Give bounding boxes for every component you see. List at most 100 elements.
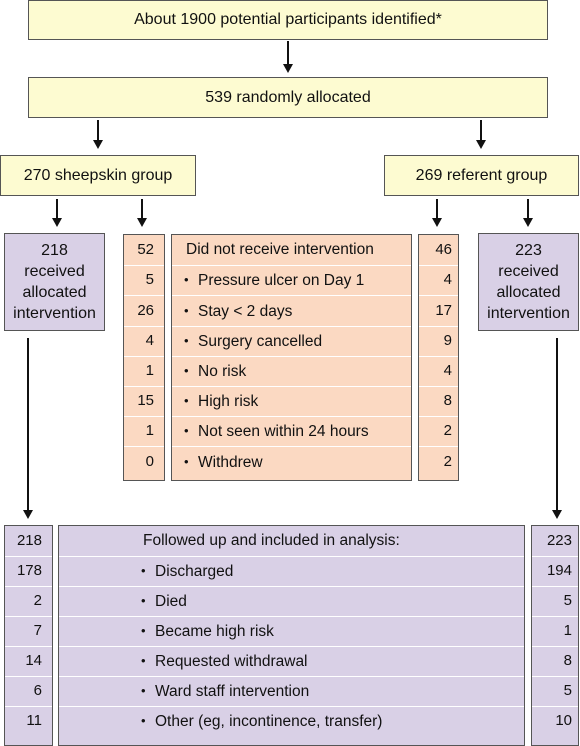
followup-reasons-column: Followed up and included in analysis:•Di… — [58, 525, 525, 746]
referent-count: 2 — [443, 452, 452, 470]
row-divider — [5, 556, 52, 557]
sheepskin-received-count: 218 — [41, 242, 68, 259]
reason-label: Ward staff intervention — [155, 683, 310, 700]
referent-received-line: intervention — [487, 305, 570, 322]
sheepskin-count: 26 — [137, 301, 154, 319]
sheepskin-count: 5 — [145, 271, 154, 289]
bullet-icon: • — [141, 563, 146, 578]
arrow-down-icon — [283, 41, 293, 73]
referent-count: 5 — [563, 592, 572, 609]
reason-label: No risk — [198, 362, 247, 380]
referent-group-text: 269 referent group — [415, 166, 548, 184]
reason-label: Stay < 2 days — [198, 302, 293, 320]
sheepskin-count: 2 — [33, 592, 42, 609]
row-divider — [532, 586, 578, 587]
row-divider — [124, 295, 164, 297]
referent-received-line: received — [498, 263, 559, 280]
bullet-icon: • — [184, 332, 189, 348]
referent-count: 8 — [563, 652, 572, 669]
referent-count: 10 — [555, 712, 572, 729]
sheepskin-count: 1 — [145, 422, 154, 440]
bullet-icon: • — [184, 362, 189, 378]
sheepskin-group-text: 270 sheepskin group — [23, 166, 173, 184]
reason-label: Not seen within 24 hours — [198, 423, 369, 441]
referent-count: 46 — [435, 241, 452, 259]
bullet-icon: • — [184, 393, 189, 409]
arrow-down-icon — [23, 338, 33, 519]
row-divider — [172, 446, 411, 448]
row-divider — [419, 325, 458, 327]
row-divider — [59, 586, 524, 587]
row-divider — [532, 556, 578, 557]
sheepskin-received-line: received — [24, 263, 85, 280]
referent-count: 9 — [443, 331, 452, 349]
row-divider — [419, 355, 458, 357]
row-divider — [59, 556, 524, 557]
reason-label: Died — [155, 593, 187, 610]
row-divider — [5, 616, 52, 617]
reason-label: Withdrew — [198, 453, 263, 471]
row-divider — [5, 586, 52, 587]
reason-item: •High risk — [184, 392, 258, 411]
allocated-text: 539 randomly allocated — [205, 88, 371, 106]
sheepskin-received-line: intervention — [13, 305, 96, 322]
arrow-down-icon — [137, 199, 147, 227]
reason-label: Requested withdrawal — [155, 653, 308, 670]
not-received-reasons-column: Did not receive intervention • Pressure ul… — [171, 234, 412, 481]
bullet-icon: • — [141, 653, 146, 668]
bullet-icon: • — [141, 623, 146, 638]
row-divider — [172, 355, 411, 357]
row-divider — [124, 265, 164, 267]
reason-item: • No risk — [184, 362, 246, 381]
reason-item: •Other (eg, incontinence, transfer) — [141, 712, 382, 731]
bullet-icon: • — [184, 302, 189, 318]
section-heading: Did not receive intervention — [186, 241, 374, 259]
reason-item: •Died — [141, 592, 187, 611]
reason-item: • Became high risk — [141, 622, 274, 641]
allocated-box: 539 randomly allocated — [28, 77, 548, 118]
reason-label: Became high risk — [155, 623, 274, 640]
sheepskin-count: 1 — [145, 361, 154, 379]
row-divider — [124, 446, 164, 448]
arrow-down-icon — [476, 120, 486, 149]
sheepskin-received-line: allocated — [22, 284, 87, 301]
row-divider — [532, 616, 578, 617]
reason-item: •Withdrew — [184, 453, 263, 472]
sheepskin-count: 4 — [145, 331, 154, 349]
bullet-icon: • — [184, 272, 189, 288]
arrow-down-icon — [552, 338, 562, 519]
row-divider — [172, 295, 411, 297]
row-divider — [419, 446, 458, 448]
referent-received-line: allocated — [496, 284, 561, 301]
sheepskin-count: 178 — [16, 562, 42, 579]
arrow-down-icon — [93, 120, 103, 149]
row-divider — [172, 265, 411, 267]
reason-item: • Requested withdrawal — [141, 652, 308, 671]
row-divider — [419, 265, 458, 267]
referent-count: 194 — [546, 562, 572, 579]
bullet-icon: • — [141, 713, 146, 728]
referent-count: 17 — [435, 301, 452, 319]
reason-item: • Ward staff intervention — [141, 682, 309, 701]
reason-item: • Stay < 2 days — [184, 302, 292, 321]
reason-item: • Pressure ulcer on Day 1 — [184, 271, 364, 290]
sheepskin-count: 15 — [137, 392, 154, 410]
referent-count: 1 — [563, 622, 572, 639]
identified-text: About 1900 potential participants identi… — [134, 11, 442, 28]
sheepskin-count: 11 — [26, 712, 42, 729]
bullet-icon: • — [141, 683, 146, 698]
row-divider — [532, 706, 578, 707]
row-divider — [5, 676, 52, 677]
sheepskin-count: 7 — [33, 622, 42, 639]
referent-received-box: 223 received allocated intervention — [478, 233, 579, 331]
sheepskin-received-box: 218 received allocated intervention — [4, 233, 105, 331]
row-divider — [124, 386, 164, 387]
row-divider — [59, 616, 524, 617]
row-divider — [124, 325, 164, 327]
reason-label: Pressure ulcer on Day 1 — [198, 272, 365, 290]
sheepskin-count: 52 — [137, 241, 154, 259]
